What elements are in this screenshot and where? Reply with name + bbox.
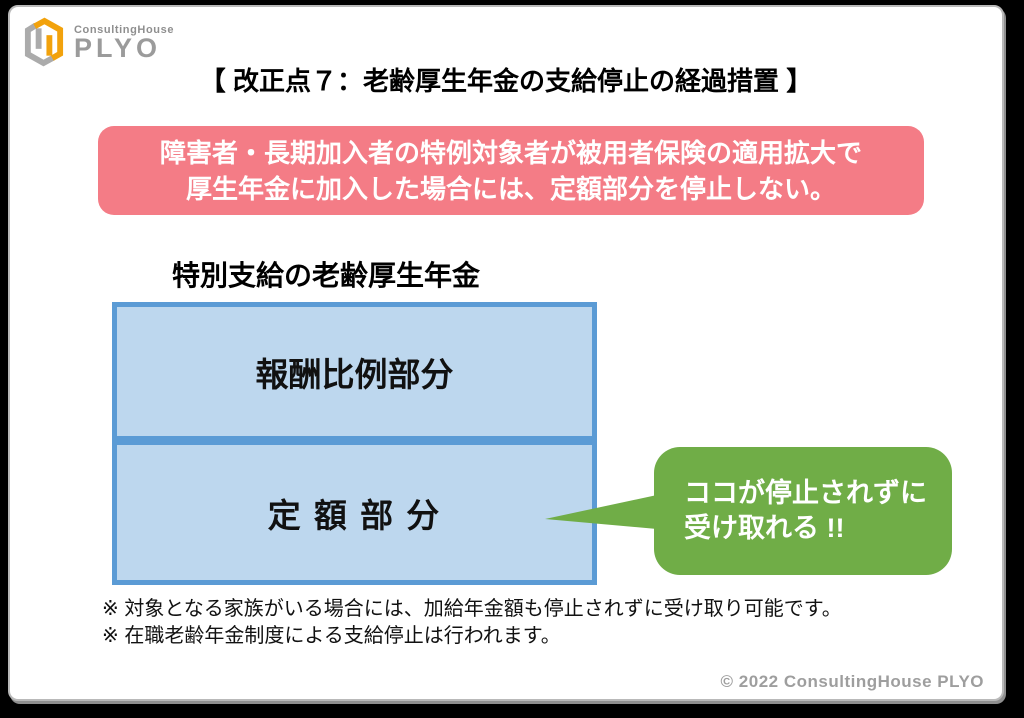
consultinghouse-plyo-logo: ConsultingHouse PLYO: [22, 16, 174, 68]
footnote-2: ※ 在職老齢年金制度による支給停止は行われます。: [102, 625, 561, 647]
earnings-related-portion-cell: 報酬比例部分: [255, 355, 454, 393]
logo-wordmark: ConsultingHouse PLYO: [74, 16, 175, 63]
pension-diagram-box: 報酬比例部分 定 額 部 分: [112, 302, 597, 585]
fixed-amount-portion-cell: 定 額 部 分: [267, 496, 442, 534]
copyright-text: © 2022 ConsultingHouse PLYO: [720, 672, 984, 691]
banner-line-2: 厚生年金に加入した場合には、定額部分を停止しない。: [185, 173, 836, 204]
highlight-banner: 障害者・長期加入者の特例対象者が被用者保険の適用拡大で 厚生年金に加入した場合に…: [98, 126, 924, 215]
callout-line-1: ココが停止されずに: [684, 478, 927, 508]
callout-pointer: [545, 495, 657, 529]
slide-title: 【 改正点７：老齢厚生年金の支給停止の経過措置 】: [199, 66, 813, 96]
hexagon-logo-icon: [24, 17, 64, 67]
footnotes: ※ 対象となる家族がいる場合には、加給年金額も停止されずに受け取り可能です。 ※…: [102, 596, 842, 650]
pension-box-label: 特別支給の老齢厚生年金: [172, 260, 481, 291]
callout-line-2: 受け取れる !!: [684, 513, 845, 543]
footnote-1: ※ 対象となる家族がいる場合には、加給年金額も停止されずに受け取り可能です。: [102, 598, 842, 620]
cell-divider: [117, 436, 592, 445]
brand-name-large: PLYO: [74, 33, 162, 63]
brand-name-small: ConsultingHouse: [74, 24, 175, 36]
banner-line-1: 障害者・長期加入者の特例対象者が被用者保険の適用拡大で: [159, 137, 862, 168]
slide-card: ConsultingHouse PLYO 【 改正点７：老齢厚生年金の支給停止の…: [8, 5, 1004, 701]
callout-bubble: ココが停止されずに 受け取れる !!: [654, 447, 952, 575]
